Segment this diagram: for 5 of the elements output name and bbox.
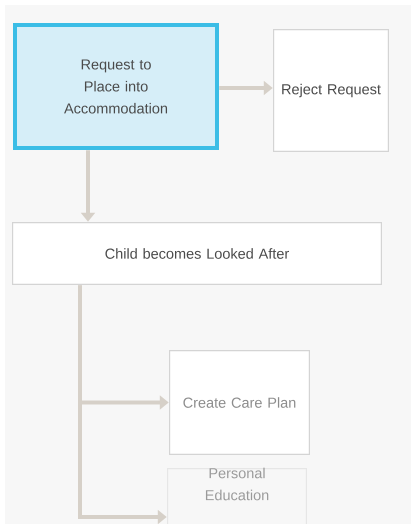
process-box: Create Care Plan [169,350,310,455]
process-box: Child becomes Looked After [12,222,382,285]
process-box: Request to Place into Accommodation [13,23,219,150]
process-box: Personal Education [167,468,307,524]
process-box: Reject Request [273,29,389,152]
